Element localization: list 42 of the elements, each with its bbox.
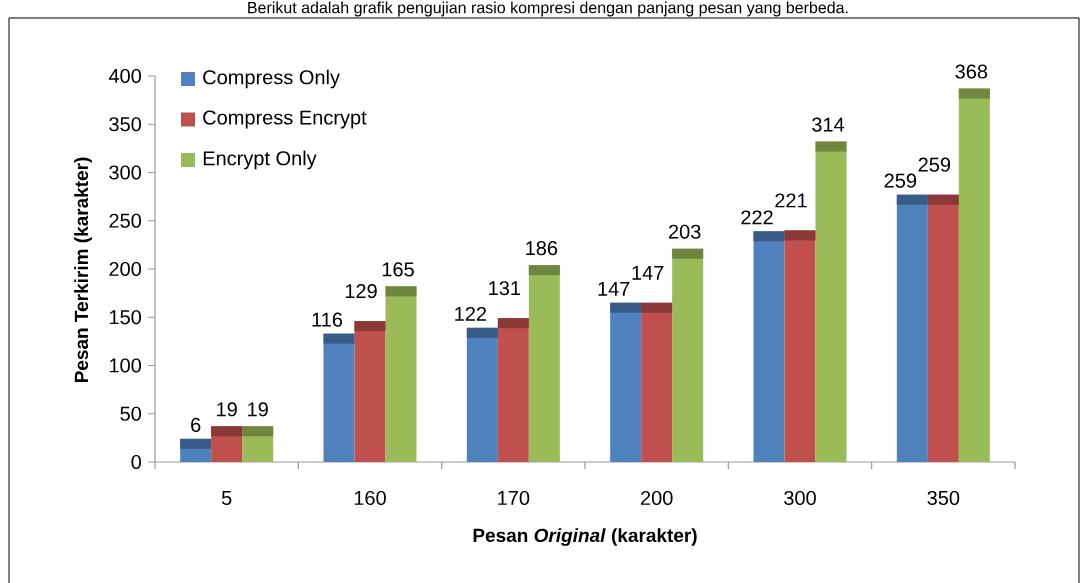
tick-label: 160 bbox=[354, 490, 386, 506]
data-label: 122 bbox=[455, 306, 486, 321]
tick-label: 250 bbox=[109, 213, 141, 228]
data-label: 19 bbox=[217, 402, 237, 417]
data-label: 165 bbox=[382, 262, 414, 277]
tick-label: 350 bbox=[109, 117, 141, 132]
tick-label: 5 bbox=[221, 491, 232, 505]
axis-title: Pesan Original (karakter) bbox=[473, 528, 697, 546]
bar bbox=[753, 231, 785, 462]
data-label: 147 bbox=[632, 265, 664, 280]
tick-label: 100 bbox=[109, 358, 141, 373]
data-label: 186 bbox=[526, 241, 558, 256]
data-label: 116 bbox=[312, 312, 343, 327]
bar bbox=[784, 230, 816, 462]
tick-label: 200 bbox=[641, 490, 673, 506]
tick-label: 150 bbox=[109, 310, 141, 325]
legend-label: Compress Encrypt bbox=[203, 110, 367, 129]
axis-title: Pesan Terkirim (karakter) bbox=[74, 157, 92, 383]
tick-label: 350 bbox=[927, 490, 960, 506]
tick-label: 400 bbox=[108, 68, 141, 84]
legend-label: Compress Only bbox=[203, 69, 340, 89]
data-label: 203 bbox=[669, 224, 701, 239]
caption: Berikut adalah grafik pengujian rasio kompresi dengan panjang pesan yang berbeda. bbox=[248, 1, 848, 17]
tick-label: 200 bbox=[109, 261, 141, 277]
data-label: 259 bbox=[918, 157, 951, 172]
data-label: 129 bbox=[345, 284, 377, 299]
data-label: 131 bbox=[489, 281, 521, 296]
data-label: 19 bbox=[248, 402, 268, 417]
legend-label: Encrypt Only bbox=[203, 150, 317, 170]
data-label: 368 bbox=[955, 64, 988, 79]
tick-label: 0 bbox=[131, 454, 141, 470]
bar bbox=[815, 141, 847, 462]
data-label: 259 bbox=[884, 173, 917, 188]
data-label: 222 bbox=[741, 210, 773, 225]
data-label: 314 bbox=[812, 117, 845, 132]
tick-label: 300 bbox=[109, 165, 141, 180]
data-label: 221 bbox=[775, 193, 807, 208]
data-label: 6 bbox=[191, 417, 201, 432]
data-label: 147 bbox=[598, 281, 630, 296]
tick-label: 50 bbox=[120, 406, 141, 421]
tick-label: 300 bbox=[784, 490, 816, 506]
tick-label: 170 bbox=[498, 490, 530, 506]
